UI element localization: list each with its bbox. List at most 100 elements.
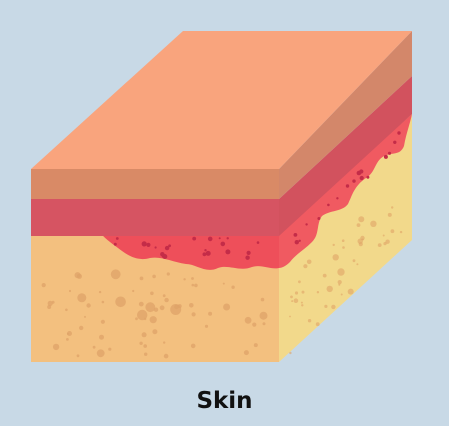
fat-dot [190, 343, 196, 349]
inflamed-dot [205, 250, 211, 256]
fat-dot [301, 304, 304, 307]
fat-dot [361, 238, 364, 241]
inflamed-dot [192, 236, 197, 241]
fat-dot [139, 276, 144, 281]
inflamed-dot [154, 246, 157, 249]
subcutis-dots [41, 206, 403, 359]
fat-dot [115, 296, 126, 308]
epidermis-layer [31, 31, 412, 199]
diagram-caption: Skin [196, 388, 253, 414]
fat-dot [189, 303, 194, 308]
fat-dot [260, 297, 265, 302]
fat-dot [289, 315, 291, 318]
fat-dot [289, 351, 292, 355]
fat-dot [194, 283, 198, 288]
inflamed-dot [383, 154, 388, 159]
inflamed-dot [293, 233, 298, 237]
fat-dot [356, 223, 361, 228]
fat-dot [385, 239, 390, 244]
fat-dot [342, 246, 345, 249]
fat-dot [290, 295, 293, 299]
inflamed-dot [294, 240, 299, 245]
fat-dot [390, 229, 395, 234]
fat-dot [356, 263, 359, 266]
fat-dot [370, 220, 377, 227]
fat-dot [68, 289, 72, 293]
fat-dot [144, 317, 147, 321]
fat-dot [92, 345, 96, 349]
inflamed-dot [345, 184, 350, 188]
inflamed-dot [352, 179, 356, 183]
fat-dot [47, 305, 52, 309]
fat-dot [86, 303, 91, 308]
fat-dot [132, 289, 135, 293]
inflamed-dot [204, 249, 207, 252]
fat-dot [139, 341, 143, 345]
inflamed-dot [397, 131, 401, 135]
fat-dot [331, 304, 336, 310]
fat-dot [99, 334, 104, 340]
fat-dot [152, 274, 156, 279]
inflamed-dot [256, 241, 260, 244]
fat-dot [300, 301, 303, 304]
fat-dot [170, 304, 182, 315]
inflamed-dot [327, 203, 330, 207]
fat-dot [159, 305, 165, 311]
fat-dot [52, 343, 60, 351]
fat-dot [303, 264, 308, 269]
fat-dot [65, 308, 68, 312]
fat-dot [222, 282, 225, 285]
inflamed-dot [317, 217, 321, 220]
fat-dot [79, 325, 84, 331]
fat-dot [301, 290, 305, 294]
fat-dot [47, 300, 53, 306]
fat-dot [294, 291, 299, 295]
fat-dot [74, 272, 81, 279]
fat-dot [204, 324, 209, 328]
fat-dot [166, 272, 170, 276]
fat-dot [135, 317, 138, 321]
inflamed-dot [207, 236, 213, 242]
epidermis-top-face [31, 31, 412, 169]
inflamed-dot [113, 242, 117, 246]
subcutis-side-face [279, 114, 412, 362]
fat-dot [223, 303, 231, 311]
inflamed-dot [160, 252, 165, 257]
fat-dot [183, 278, 186, 281]
fat-dot [101, 300, 105, 304]
fat-dot [259, 311, 268, 320]
fat-dot [108, 347, 112, 351]
inflamed-dot [393, 140, 397, 144]
fat-dot [316, 291, 320, 294]
inflamed-dot [336, 197, 339, 200]
dermis-front-face [31, 199, 279, 236]
inflamed-dot [115, 237, 119, 240]
fat-dot [191, 283, 195, 287]
inflamed-dot [146, 242, 151, 247]
fat-dot [41, 283, 46, 288]
epidermis-front-face [31, 169, 279, 199]
fat-dot [76, 354, 80, 358]
fat-dot [137, 309, 148, 321]
fat-dot [326, 285, 333, 293]
fat-dot [340, 293, 343, 296]
inflamed-dot [220, 241, 226, 247]
inflamed-dot [226, 237, 229, 240]
fat-dot [208, 311, 213, 316]
fat-dot [77, 293, 87, 303]
inflamed-dot [298, 239, 301, 242]
fat-dot [163, 353, 169, 359]
fat-dot [100, 319, 105, 324]
fat-dot [141, 332, 147, 338]
inflamed-dot [359, 169, 364, 174]
fat-dot [341, 239, 345, 242]
inflamed-dot [359, 175, 364, 181]
fat-dot [358, 216, 365, 223]
fat-dot [352, 259, 356, 263]
fat-dot [382, 234, 385, 237]
inflamed-dot [141, 241, 147, 247]
fat-dot [347, 288, 354, 295]
fat-dot [143, 344, 147, 348]
